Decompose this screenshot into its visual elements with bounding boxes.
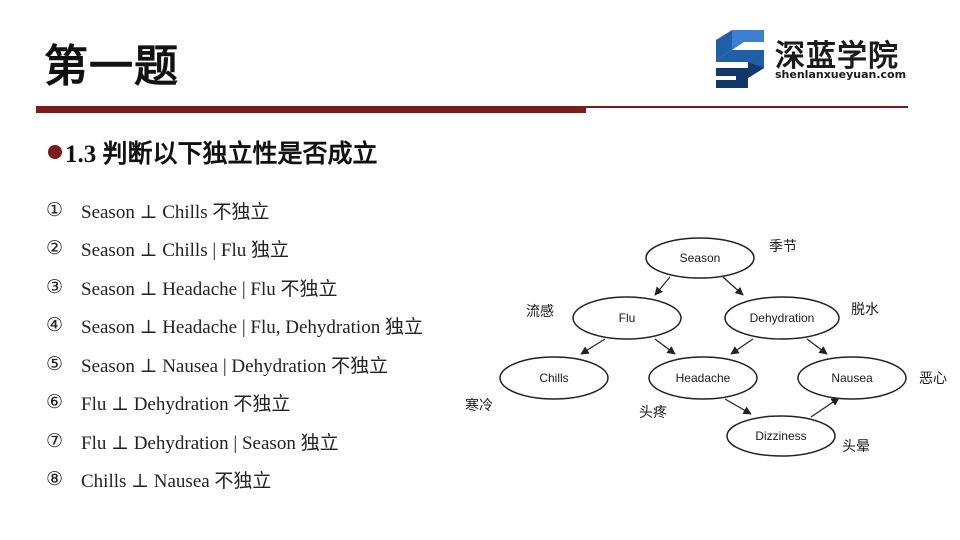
node-dizziness-label: Dizziness [755, 429, 806, 443]
bayesian-network-diagram: Season Flu Dehydration Chills Headache N… [455, 225, 960, 475]
node-flu-cn: 流感 [526, 303, 554, 320]
statement-number: ① [46, 199, 64, 221]
diagram-canvas: Season Flu Dehydration Chills Headache N… [465, 237, 947, 457]
node-chills-label: Chills [539, 371, 568, 385]
statement-number: ② [46, 237, 64, 259]
edge-dizziness-nausea [810, 397, 840, 418]
node-headache-label: Headache [676, 371, 731, 385]
node-season-cn: 季节 [769, 239, 797, 255]
section-heading: 1.3 判断以下独立性是否成立 [48, 134, 378, 170]
bullet-icon [48, 145, 62, 159]
node-headache-cn: 头疼 [639, 405, 667, 421]
edge-flu-headache [654, 338, 676, 355]
node-chills [499, 356, 609, 400]
statement-item: ⑥ Flu ⊥ Dehydration 不独立 [46, 387, 290, 417]
node-dehydration-cn: 脱水 [851, 302, 879, 318]
node-season [645, 237, 755, 279]
statement-number: ⑦ [46, 430, 64, 452]
node-flu-label: Flu [619, 311, 636, 325]
slide-title: 第一题 [44, 41, 179, 92]
edge-dehydration-headache [730, 338, 754, 355]
edge-dehydration-nausea [806, 338, 828, 355]
statement-text: Flu ⊥ Dehydration | Season 独立 [81, 432, 339, 454]
node-dehydration [724, 296, 840, 340]
statement-item: ① Season ⊥ Chills 不独立 [46, 195, 269, 225]
statement-number: ④ [46, 314, 64, 336]
statement-item: ③ Season ⊥ Headache | Flu 不独立 [46, 272, 337, 302]
logo-name: 深蓝学院 [775, 39, 899, 74]
node-dizziness-cn: 头晕 [842, 439, 870, 455]
logo-url: shenlanxueyuan.com [775, 68, 907, 81]
statement-number: ⑤ [46, 353, 64, 375]
node-flu [572, 296, 682, 340]
section-heading-text: 1.3 判断以下独立性是否成立 [65, 141, 378, 168]
statement-text: Chills ⊥ Nausea 不独立 [81, 470, 272, 492]
header-rule-thin [586, 106, 908, 108]
node-nausea-label: Nausea [831, 371, 873, 385]
statement-number: ⑧ [46, 468, 64, 490]
logo-mark-icon [716, 30, 764, 88]
statement-item: ⑤ Season ⊥ Nausea | Dehydration 不独立 [46, 349, 388, 379]
edge-flu-chills [580, 338, 606, 355]
statement-text: Season ⊥ Chills | Flu 独立 [81, 239, 289, 261]
edge-headache-dizziness [724, 398, 752, 415]
edge-season-flu [654, 276, 671, 296]
node-chills-cn: 寒冷 [465, 397, 493, 414]
statement-text: Season ⊥ Headache | Flu 不独立 [81, 278, 338, 300]
statement-text: Flu ⊥ Dehydration 不独立 [81, 393, 291, 415]
statement-text: Season ⊥ Headache | Flu, Dehydration 独立 [81, 316, 423, 338]
edge-season-dehydration [722, 276, 744, 296]
statement-text: Season ⊥ Chills 不独立 [81, 201, 270, 223]
node-nausea-cn: 恶心 [919, 371, 947, 387]
statement-text: Season ⊥ Nausea | Dehydration 不独立 [81, 355, 389, 377]
logo: 深蓝学院 shenlanxueyuan.com [712, 28, 912, 92]
statement-number: ⑥ [46, 391, 64, 413]
statement-item: ⑦ Flu ⊥ Dehydration | Season 独立 [46, 426, 339, 456]
node-dizziness [726, 415, 836, 457]
node-headache [648, 356, 758, 400]
header-rule-thick [36, 106, 586, 113]
node-season-label: Season [680, 251, 721, 265]
statement-item: ② Season ⊥ Chills | Flu 独立 [46, 233, 289, 263]
statement-number: ③ [46, 276, 64, 298]
node-nausea [797, 356, 907, 400]
node-dehydration-label: Dehydration [750, 311, 815, 325]
statement-item: ⑧ Chills ⊥ Nausea 不独立 [46, 464, 271, 494]
statement-item: ④ Season ⊥ Headache | Flu, Dehydration 独… [46, 310, 423, 340]
